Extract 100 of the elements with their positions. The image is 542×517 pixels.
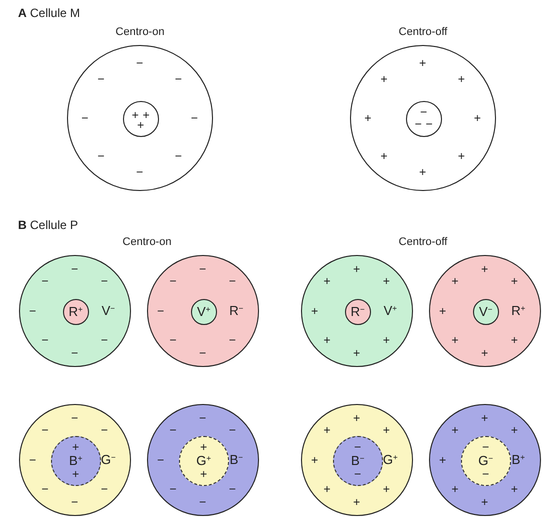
- polarity-sign: −: [199, 496, 206, 508]
- polarity-sign: −: [157, 454, 164, 466]
- polarity-sign: +: [439, 454, 446, 466]
- polarity-sign: −: [42, 334, 49, 346]
- polarity-sign: −: [354, 468, 362, 480]
- polarity-sign: −: [136, 56, 144, 69]
- polarity-sign: +: [510, 483, 518, 496]
- polarity-sign: +: [200, 468, 208, 480]
- cone-label: V$^{+}$: [384, 304, 397, 317]
- polarity-sign: −: [98, 73, 104, 85]
- polarity-sign: −: [71, 346, 78, 359]
- field-caption: Centro-on: [116, 26, 164, 38]
- polarity-sign: +: [382, 334, 390, 346]
- polarity-sign: +: [452, 424, 459, 436]
- section-heading: A Cellule M: [18, 6, 80, 20]
- polarity-sign: +: [510, 424, 518, 436]
- polarity-sign: +: [142, 108, 150, 121]
- polarity-sign: +: [137, 119, 144, 131]
- polarity-sign: −: [354, 440, 362, 453]
- polarity-sign: +: [452, 483, 459, 496]
- polarity-sign: +: [382, 424, 390, 436]
- receptive-field-center: [179, 436, 229, 486]
- cone-label: V$^{−}$: [479, 306, 492, 318]
- cone-label: R$^{+}$: [511, 304, 526, 317]
- polarity-sign: +: [324, 483, 331, 496]
- polarity-sign: +: [364, 112, 372, 124]
- receptive-field-center: [51, 436, 101, 486]
- cone-label: B$^{−}$: [351, 454, 364, 467]
- cone-label: B$^{−}$: [230, 454, 243, 466]
- cone-label: B$^{+}$: [69, 454, 82, 467]
- polarity-sign: −: [100, 275, 108, 288]
- polarity-sign: +: [324, 424, 331, 436]
- receptive-field-center: [123, 101, 159, 137]
- cone-label: B$^{+}$: [512, 454, 525, 466]
- polarity-sign: −: [42, 483, 49, 496]
- polarity-sign: −: [71, 496, 78, 508]
- polarity-sign: −: [81, 112, 88, 124]
- receptive-field-center: [345, 299, 371, 325]
- field-caption: Centro-off: [398, 236, 448, 248]
- polarity-sign: −: [199, 262, 206, 275]
- polarity-sign: −: [228, 334, 236, 346]
- polarity-sign: −: [98, 150, 104, 162]
- receptive-field-center: [406, 101, 442, 137]
- cone-label: G$^{−}$: [100, 454, 116, 466]
- polarity-sign: +: [458, 150, 465, 162]
- polarity-sign: +: [353, 496, 360, 508]
- polarity-sign: −: [228, 424, 236, 436]
- cone-label: R$^{−}$: [350, 306, 365, 318]
- polarity-sign: −: [170, 424, 177, 436]
- polarity-sign: −: [29, 454, 36, 466]
- polarity-sign: +: [452, 334, 459, 346]
- cone-label: G$^{−}$: [478, 454, 494, 467]
- polarity-sign: +: [324, 334, 331, 346]
- polarity-sign: −: [100, 483, 108, 496]
- polarity-sign: +: [481, 346, 488, 359]
- cone-label: R$^{−}$: [229, 304, 244, 317]
- polarity-sign: +: [458, 73, 465, 85]
- polarity-sign: −: [157, 304, 164, 317]
- cone-label: V$^{−}$: [102, 304, 115, 317]
- polarity-sign: +: [380, 150, 388, 162]
- receptive-field-center: [473, 299, 499, 325]
- field-caption: Centro-on: [122, 236, 172, 248]
- polarity-sign: −: [100, 424, 108, 436]
- polarity-sign: −: [170, 483, 177, 496]
- polarity-sign: −: [136, 166, 144, 178]
- polarity-sign: +: [452, 275, 459, 288]
- polarity-sign: −: [174, 73, 182, 85]
- polarity-sign: +: [474, 112, 481, 124]
- polarity-sign: −: [420, 106, 428, 118]
- polarity-sign: −: [482, 440, 490, 453]
- polarity-sign: +: [353, 262, 360, 275]
- polarity-sign: −: [414, 118, 422, 130]
- polarity-sign: −: [174, 150, 182, 162]
- receptive-field-center: [461, 436, 511, 486]
- receptive-field-center: [191, 299, 217, 325]
- polarity-sign: +: [481, 412, 488, 424]
- polarity-sign: +: [439, 304, 446, 317]
- section-heading: B Cellule P: [18, 218, 78, 232]
- polarity-sign: −: [71, 412, 78, 424]
- receptive-field-center: [333, 436, 383, 486]
- polarity-sign: +: [72, 468, 80, 480]
- polarity-sign: +: [311, 304, 318, 317]
- field-caption: Centro-off: [398, 26, 448, 38]
- polarity-sign: −: [199, 412, 206, 424]
- cone-label: G$^{+}$: [196, 454, 212, 467]
- polarity-sign: −: [228, 275, 236, 288]
- cone-label: V$^{+}$: [197, 306, 210, 318]
- polarity-sign: −: [71, 262, 78, 275]
- polarity-sign: −: [170, 334, 177, 346]
- polarity-sign: −: [228, 483, 236, 496]
- polarity-sign: +: [353, 412, 360, 424]
- polarity-sign: +: [382, 483, 390, 496]
- cone-label: G$^{+}$: [382, 454, 398, 466]
- polarity-sign: +: [510, 334, 518, 346]
- polarity-sign: +: [382, 275, 390, 288]
- polarity-sign: −: [426, 118, 433, 130]
- polarity-sign: +: [132, 108, 139, 121]
- polarity-sign: −: [482, 468, 490, 480]
- polarity-sign: −: [29, 304, 36, 317]
- polarity-sign: +: [510, 275, 518, 288]
